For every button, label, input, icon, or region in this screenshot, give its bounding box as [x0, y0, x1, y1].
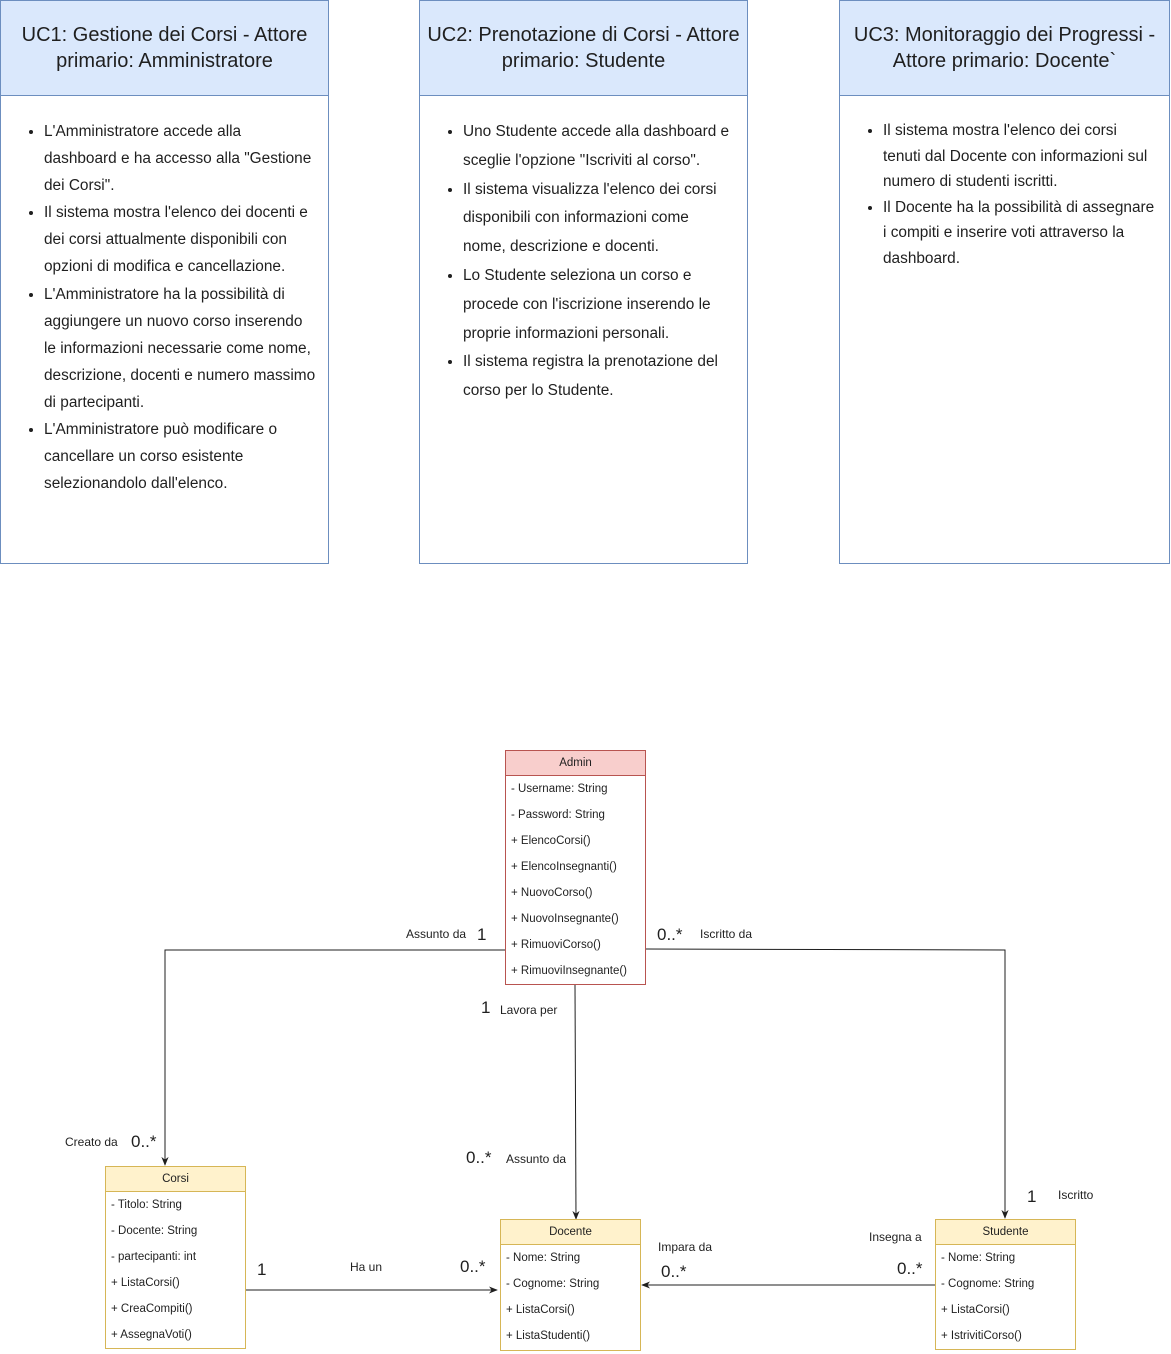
use-case-step: Il sistema mostra l'elenco dei corsi ten…: [883, 118, 1157, 195]
class-member: - Cognome: String: [506, 1278, 600, 1290]
class-member: + ListaStudenti(): [506, 1330, 591, 1342]
class-name: Admin: [506, 751, 645, 776]
edge-label: Assunto da: [506, 1152, 567, 1166]
multiplicity: 1: [477, 925, 487, 944]
edge-label: Impara da: [658, 1240, 713, 1254]
edge-label: Ha un: [350, 1260, 383, 1274]
class-member: + NuovoCorso(): [511, 887, 593, 899]
multiplicity: 0..*: [460, 1257, 486, 1276]
class-member: + IstrivitiCorso(): [941, 1330, 1022, 1342]
class-member: + AssegnaVoti(): [111, 1329, 192, 1341]
class-member: - Titolo: String: [111, 1199, 182, 1211]
class-member: - Nome: String: [506, 1252, 581, 1264]
class-member: + ElencoInsegnanti(): [511, 861, 617, 873]
class-member: - Cognome: String: [941, 1278, 1035, 1290]
use-case-title: UC1: Gestione dei Corsi - Attore primari…: [1, 1, 328, 96]
class-member: + NuovoInsegnante(): [511, 913, 619, 925]
multiplicity: 1: [257, 1260, 267, 1279]
class-name: Docente: [501, 1220, 640, 1245]
class-docente: Docente - Nome: String - Cognome: String…: [500, 1219, 641, 1351]
multiplicity: 0..*: [131, 1132, 157, 1151]
class-member: + CreaCompiti(): [111, 1303, 193, 1315]
use-case-card-uc1: UC1: Gestione dei Corsi - Attore primari…: [0, 0, 329, 564]
use-case-step: Il sistema visualizza l'elenco dei corsi…: [463, 176, 735, 262]
multiplicity: 0..*: [657, 925, 683, 944]
class-member: - Nome: String: [941, 1252, 1016, 1264]
class-member: - Username: String: [511, 783, 608, 795]
edge-label: Iscritto da: [700, 927, 753, 941]
use-case-step: Lo Studente seleziona un corso e procede…: [463, 262, 735, 348]
multiplicity: 0..*: [661, 1262, 687, 1281]
edge-admin-docente: [572, 984, 580, 1220]
class-name: Corsi: [106, 1167, 245, 1192]
class-member: + RimuoviInsegnante(): [511, 965, 628, 977]
edge-label: Lavora per: [500, 1003, 558, 1017]
use-case-step: Il sistema mostra l'elenco dei docenti e…: [44, 199, 316, 280]
edge-admin-studente: [644, 948, 1009, 1219]
edge-label: Insegna a: [869, 1230, 922, 1244]
use-case-step: L'Amministratore ha la possibilità di ag…: [44, 281, 316, 416]
use-case-step: Il Docente ha la possibilità di assegnar…: [883, 195, 1157, 272]
multiplicity: 1: [481, 998, 491, 1017]
multiplicity: 0..*: [897, 1259, 923, 1278]
use-case-steps: Il sistema mostra l'elenco dei corsi ten…: [840, 96, 1169, 272]
use-case-step: L'Amministratore accede alla dashboard e…: [44, 118, 316, 199]
edge-admin-corsi: [161, 949, 505, 1166]
class-member: + ListaCorsi(): [941, 1304, 1010, 1316]
use-case-card-uc2: UC2: Prenotazione di Corsi - Attore prim…: [419, 0, 748, 564]
edge-label: Assunto da: [406, 927, 467, 941]
use-case-title: UC2: Prenotazione di Corsi - Attore prim…: [420, 1, 747, 96]
class-name: Studente: [936, 1220, 1075, 1245]
class-member: + ListaCorsi(): [111, 1277, 180, 1289]
class-admin: Admin - Username: String - Password: Str…: [505, 750, 646, 985]
edge-label: Iscritto: [1058, 1188, 1094, 1202]
class-member: - Password: String: [511, 809, 605, 821]
class-corsi: Corsi - Titolo: String - Docente: String…: [105, 1166, 246, 1349]
use-case-step: Il sistema registra la prenotazione del …: [463, 348, 735, 406]
use-case-step: L'Amministratore può modificare o cancel…: [44, 416, 316, 497]
use-case-title: UC3: Monitoraggio dei Progressi - Attore…: [840, 1, 1169, 96]
class-studente: Studente - Nome: String - Cognome: Strin…: [935, 1219, 1076, 1350]
class-member: - Docente: String: [111, 1225, 198, 1237]
class-member: + ElencoCorsi(): [511, 835, 591, 847]
use-case-card-uc3: UC3: Monitoraggio dei Progressi - Attore…: [839, 0, 1170, 564]
class-member: + ListaCorsi(): [506, 1304, 575, 1316]
multiplicity: 0..*: [466, 1148, 492, 1167]
use-case-step: Uno Studente accede alla dashboard e sce…: [463, 118, 735, 176]
edge-label: Creato da: [65, 1135, 118, 1149]
class-member: - partecipanti: int: [111, 1251, 197, 1263]
multiplicity: 1: [1027, 1187, 1037, 1206]
use-case-steps: L'Amministratore accede alla dashboard e…: [1, 96, 328, 497]
use-case-steps: Uno Studente accede alla dashboard e sce…: [420, 96, 747, 406]
class-member: + RimuoviCorso(): [511, 939, 601, 951]
